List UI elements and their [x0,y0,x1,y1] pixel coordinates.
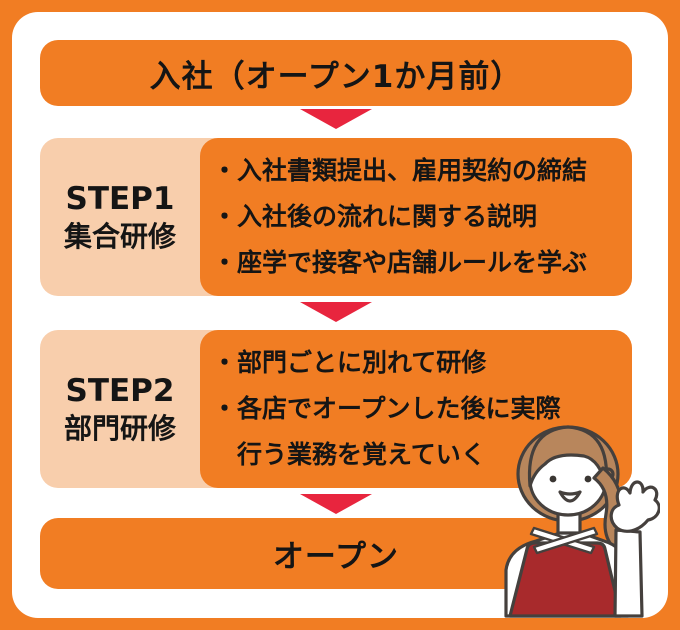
step1-name: 集合研修 [63,219,176,253]
top-banner-label: 入社（オープン1か月前） [149,58,523,95]
step2-label-panel: STEP2 部門研修 [40,330,200,488]
raised-hand [609,480,660,533]
down-arrow-icon [300,109,372,129]
step1-bullet-3: ・座学で接客や店舗ルールを学ぶ [212,248,588,277]
step2-bullet-1: ・部門ごとに別れて研修 [212,348,487,377]
step1-label-panel: STEP1 集合研修 [40,138,200,296]
apron [508,541,623,618]
step2-bullet-3: 行う業務を覚えていく [212,440,486,469]
step1-bullet-1: ・入社書類提出、雇用契約の締結 [212,156,588,185]
step2-label: STEP2 [65,372,175,409]
apron-strap-right [532,526,599,555]
right-eye [584,475,592,483]
mouth [558,490,582,503]
step1-bullet-2: ・入社後の流れに関する説明 [212,202,538,231]
step2-name: 部門研修 [63,411,176,445]
step1-block: STEP1 集合研修 ・入社書類提出、雇用契約の締結 ・入社後の流れに関する説明… [40,138,632,296]
step1-details-panel: ・入社書類提出、雇用契約の締結 ・入社後の流れに関する説明 ・座学で接客や店舗ル… [200,138,632,296]
step1-label: STEP1 [65,180,175,217]
top-banner: 入社（オープン1か月前） [40,40,632,106]
content-area: 入社（オープン1か月前） STEP1 集合研修 ・入社書類提出、雇用契約の締結 … [12,12,668,618]
woman-staff-illustration [504,425,660,618]
down-arrow-icon [300,302,372,322]
step2-block: STEP2 部門研修 ・部門ごとに別れて研修 ・各店でオープンした後に実際 行う… [40,330,632,488]
down-arrow-icon [300,494,372,514]
left-eye [549,475,557,483]
step2-bullet-2: ・各店でオープンした後に実際 [212,394,561,423]
raised-arm-sleeve [613,528,644,618]
bottom-banner-label: オープン [272,539,400,575]
